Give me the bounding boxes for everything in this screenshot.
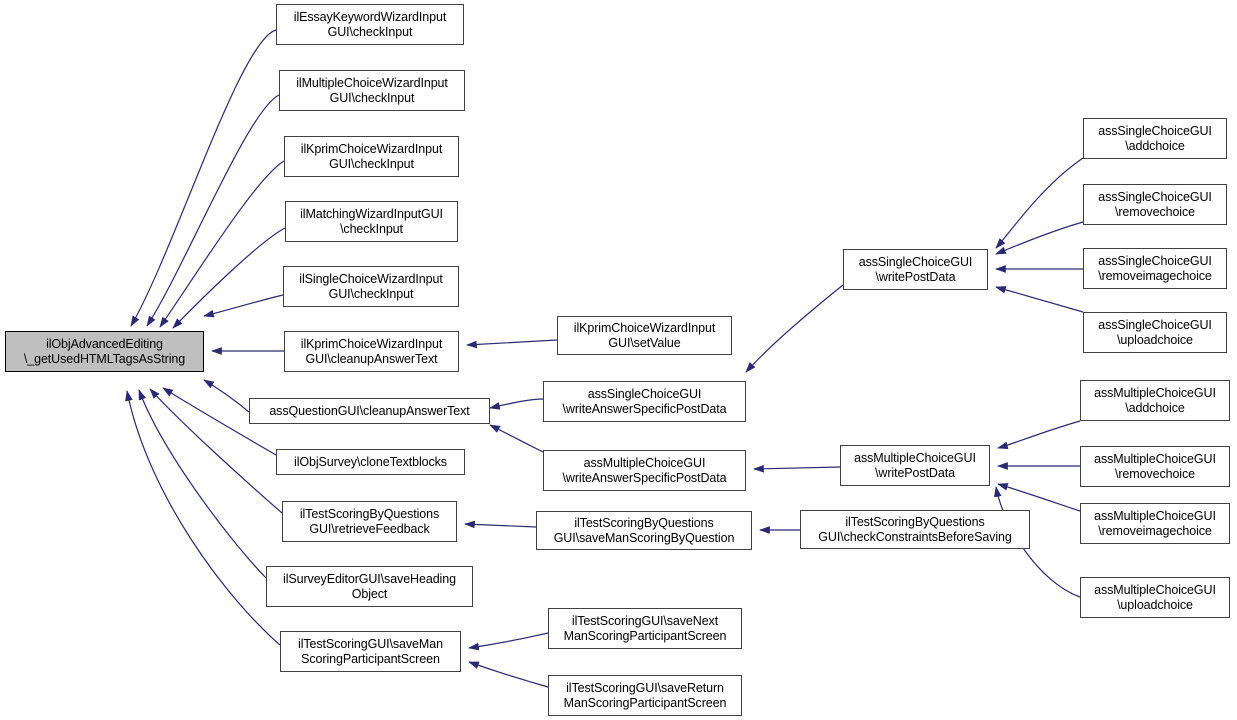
graph-node-mc_addchoice[interactable]: assMultipleChoiceGUI \addchoice xyxy=(1080,380,1230,421)
call-edge-sc_check-to-root xyxy=(203,294,284,318)
graph-node-tsbq_feedback[interactable]: ilTestScoringByQuestions GUI\retrieveFee… xyxy=(282,501,457,542)
graph-node-label: ilObjSurvey\cloneTextblocks xyxy=(294,454,447,469)
call-edge-mc_wasp-to-assq_cleanup xyxy=(489,424,544,453)
call-edge-tsg_saveman-to-root xyxy=(125,390,281,646)
graph-node-sc_check[interactable]: ilSingleChoiceWizardInput GUI\checkInput xyxy=(283,266,459,307)
graph-node-kprim_setvalue[interactable]: ilKprimChoiceWizardInput GUI\setValue xyxy=(557,316,732,355)
graph-node-tsbq_checkconstr[interactable]: ilTestScoringByQuestions GUI\checkConstr… xyxy=(800,510,1030,549)
graph-node-mc_removeimage[interactable]: assMultipleChoiceGUI \removeimagechoice xyxy=(1080,503,1230,544)
graph-node-label: ilEssayKeywordWizardInput GUI\checkInput xyxy=(293,10,447,39)
graph-node-matching_check[interactable]: ilMatchingWizardInputGUI \checkInput xyxy=(285,201,458,242)
graph-node-label: ilTestScoringGUI\saveNext ManScoringPart… xyxy=(563,614,727,643)
graph-node-sc_uploadchoice[interactable]: assSingleChoiceGUI \uploadchoice xyxy=(1083,312,1227,353)
graph-node-label: assMultipleChoiceGUI \writeAnswerSpecifi… xyxy=(562,456,727,485)
graph-node-mc_check[interactable]: ilMultipleChoiceWizardInput GUI\checkInp… xyxy=(279,70,465,111)
graph-node-survey_heading[interactable]: ilSurveyEditorGUI\saveHeading Object xyxy=(266,566,473,607)
graph-node-tsbq_savemansq[interactable]: ilTestScoringByQuestions GUI\saveManScor… xyxy=(536,511,752,550)
graph-node-tsg_saveman[interactable]: ilTestScoringGUI\saveMan ScoringParticip… xyxy=(280,631,461,672)
graph-node-label: ilKprimChoiceWizardInput GUI\setValue xyxy=(573,321,716,350)
call-edge-tsbq_savemansq-to-tsbq_feedback xyxy=(464,520,537,529)
call-edge-sc_uploadchoice-to-sc_writepost xyxy=(995,286,1084,313)
graph-node-label: assSingleChoiceGUI \writePostData xyxy=(858,255,973,284)
graph-node-kprim_check[interactable]: ilKprimChoiceWizardInput GUI\checkInput xyxy=(284,136,459,177)
graph-node-sc_addchoice[interactable]: assSingleChoiceGUI \addchoice xyxy=(1083,118,1227,159)
graph-node-label: ilMatchingWizardInputGUI \checkInput xyxy=(300,207,443,236)
graph-node-kprim_cleanup[interactable]: ilKprimChoiceWizardInput GUI\cleanupAnsw… xyxy=(284,331,459,372)
call-edge-kprim_setvalue-to-kprim_cleanup xyxy=(466,339,558,349)
graph-node-label: assSingleChoiceGUI \addchoice xyxy=(1098,124,1212,153)
call-edge-sc_wasp-to-assq_cleanup xyxy=(489,398,544,410)
graph-node-mc_wasp[interactable]: assMultipleChoiceGUI \writeAnswerSpecifi… xyxy=(543,450,746,491)
call-edge-mc_removeimage-to-mc_writepost xyxy=(997,483,1081,512)
graph-node-label: assQuestionGUI\cleanupAnswerText xyxy=(269,403,470,418)
graph-node-label: ilTestScoringByQuestions GUI\saveManScor… xyxy=(553,516,735,545)
call-edge-essay_check-to-root xyxy=(130,29,277,327)
graph-node-sc_writepost[interactable]: assSingleChoiceGUI \writePostData xyxy=(843,249,988,290)
graph-node-mc_uploadchoice[interactable]: assMultipleChoiceGUI \uploadchoice xyxy=(1080,577,1230,618)
graph-node-label: ilTestScoringByQuestions GUI\retrieveFee… xyxy=(299,507,440,536)
graph-node-label: assMultipleChoiceGUI \addchoice xyxy=(1094,386,1216,415)
graph-node-label: ilKprimChoiceWizardInput GUI\checkInput xyxy=(300,142,443,171)
call-edge-tsg_savereturn-to-tsg_saveman xyxy=(468,661,549,688)
graph-node-label: assSingleChoiceGUI \uploadchoice xyxy=(1098,318,1212,347)
call-edge-mc_writepost-to-mc_wasp xyxy=(753,464,841,473)
graph-node-root[interactable]: ilObjAdvancedEditing \_getUsedHTMLTagsAs… xyxy=(5,331,204,372)
graph-node-label: assMultipleChoiceGUI \removechoice xyxy=(1094,452,1216,481)
graph-node-label: assMultipleChoiceGUI \removeimagechoice xyxy=(1094,509,1216,538)
call-edge-matching_check-to-root xyxy=(172,227,286,329)
call-edge-assq_cleanup-to-root xyxy=(203,379,250,413)
graph-node-label: assMultipleChoiceGUI \writePostData xyxy=(854,451,976,480)
call-edge-tsg_savenext-to-tsg_saveman xyxy=(468,632,549,651)
call-edge-sc_writepost-to-sc_wasp xyxy=(745,284,844,373)
graph-node-label: assSingleChoiceGUI \writeAnswerSpecificP… xyxy=(562,387,727,416)
graph-node-tsg_savenext[interactable]: ilTestScoringGUI\saveNext ManScoringPart… xyxy=(548,608,742,649)
call-edge-sc_removechoice-to-sc_writepost xyxy=(995,221,1084,255)
call-edge-mc_addchoice-to-mc_writepost xyxy=(997,420,1081,450)
graph-node-sc_removeimage[interactable]: assSingleChoiceGUI \removeimagechoice xyxy=(1083,248,1227,289)
graph-node-label: ilSurveyEditorGUI\saveHeading Object xyxy=(283,572,456,601)
graph-node-mc_writepost[interactable]: assMultipleChoiceGUI \writePostData xyxy=(840,445,990,486)
graph-node-assq_cleanup[interactable]: assQuestionGUI\cleanupAnswerText xyxy=(249,398,490,424)
graph-node-label: assSingleChoiceGUI \removeimagechoice xyxy=(1098,254,1212,283)
graph-node-label: ilMultipleChoiceWizardInput GUI\checkInp… xyxy=(296,76,448,105)
graph-node-label: ilKprimChoiceWizardInput GUI\cleanupAnsw… xyxy=(300,337,443,366)
graph-node-label: ilSingleChoiceWizardInput GUI\checkInput xyxy=(299,272,443,301)
call-edge-kprim_check-to-root xyxy=(159,160,285,328)
call-edge-mc_check-to-root xyxy=(146,94,280,327)
graph-node-tsg_savereturn[interactable]: ilTestScoringGUI\saveReturn ManScoringPa… xyxy=(548,675,742,716)
graph-node-label: ilTestScoringGUI\saveMan ScoringParticip… xyxy=(298,637,443,666)
graph-node-label: assSingleChoiceGUI \removechoice xyxy=(1098,190,1212,219)
graph-node-mc_removechoice[interactable]: assMultipleChoiceGUI \removechoice xyxy=(1080,446,1230,487)
call-edge-sc_addchoice-to-sc_writepost xyxy=(995,157,1084,249)
graph-node-label: ilTestScoringByQuestions GUI\checkConstr… xyxy=(818,515,1012,544)
graph-node-label: ilObjAdvancedEditing \_getUsedHTMLTagsAs… xyxy=(23,337,186,366)
graph-node-essay_check[interactable]: ilEssayKeywordWizardInput GUI\checkInput xyxy=(276,4,464,45)
call-edge-survey_heading-to-root xyxy=(138,389,267,579)
graph-node-label: ilTestScoringGUI\saveReturn ManScoringPa… xyxy=(563,681,727,710)
graph-node-sc_wasp[interactable]: assSingleChoiceGUI \writeAnswerSpecificP… xyxy=(543,381,746,422)
graph-node-sc_removechoice[interactable]: assSingleChoiceGUI \removechoice xyxy=(1083,184,1227,225)
graph-node-label: assMultipleChoiceGUI \uploadchoice xyxy=(1094,583,1216,612)
graph-node-survey_clone[interactable]: ilObjSurvey\cloneTextblocks xyxy=(276,449,465,475)
